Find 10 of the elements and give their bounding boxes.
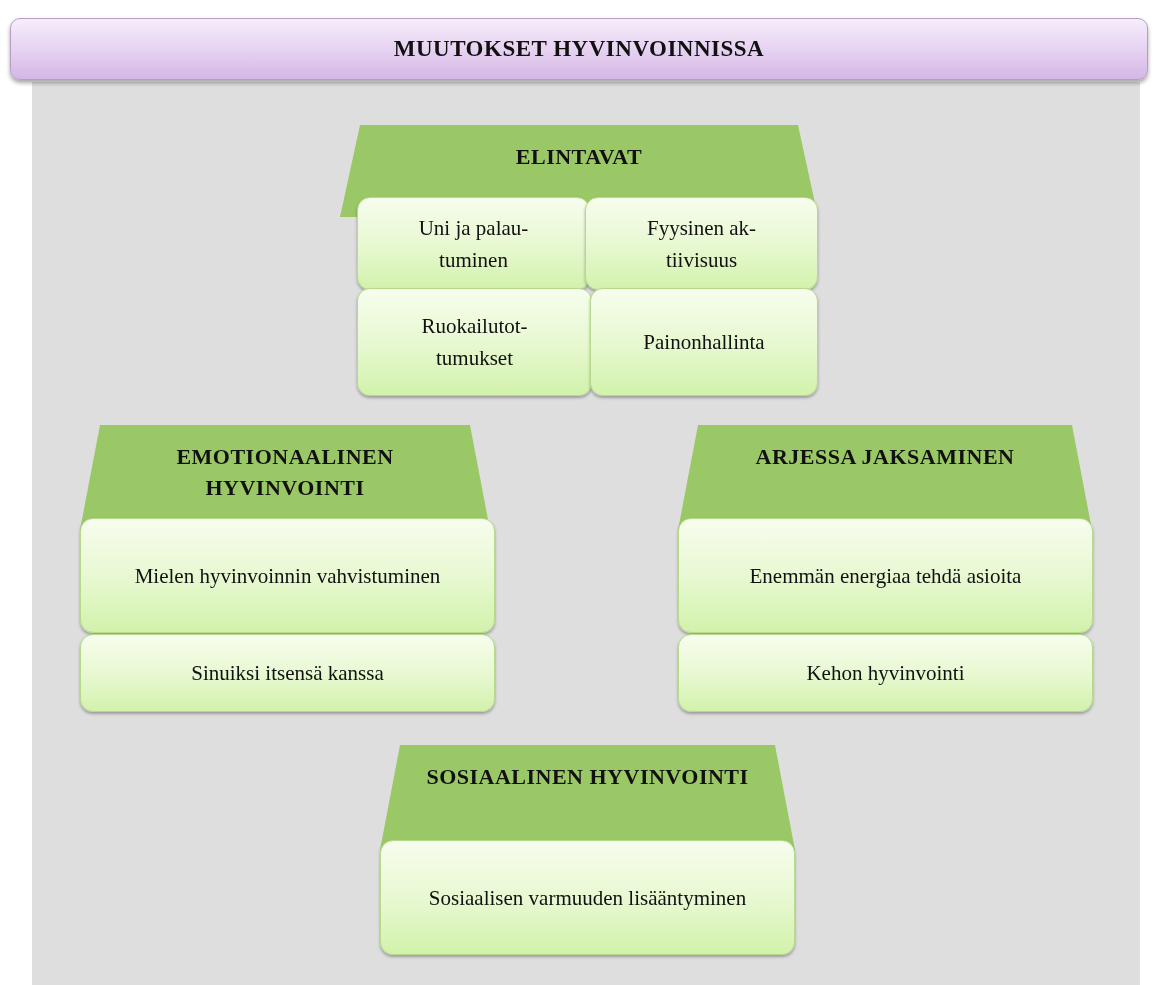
item-box: Ruokailutot-tumukset xyxy=(357,288,592,396)
item-box: Sosiaalisen varmuuden lisääntyminen xyxy=(380,840,795,955)
item-box: Enemmän energiaa tehdä asioita xyxy=(678,518,1093,633)
title-bar: MUUTOKSET HYVINVOINNISSA xyxy=(10,18,1148,80)
item-box: Uni ja palau-tuminen xyxy=(357,197,590,290)
item-box: Sinuiksi itsensä kanssa xyxy=(80,634,495,712)
item-box: Painonhallinta xyxy=(590,288,818,396)
item-box: Kehon hyvinvointi xyxy=(678,634,1093,712)
item-box: Mielen hyvinvoinnin vahvistuminen xyxy=(80,518,495,633)
item-box: Fyysinen ak-tiivisuus xyxy=(585,197,818,290)
